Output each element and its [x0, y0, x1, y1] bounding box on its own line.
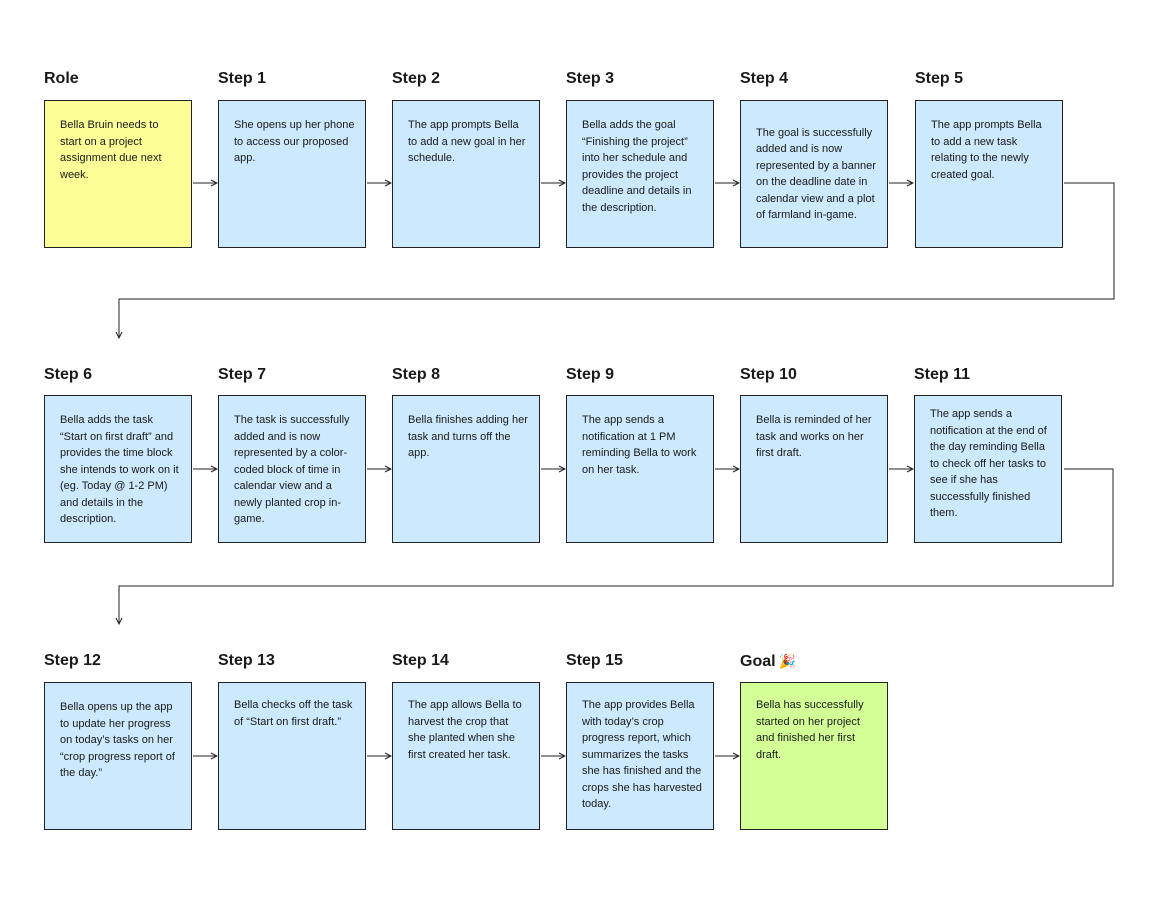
step-12-note: Bella opens up the app to update her pro…	[44, 682, 192, 830]
step-6-text: Bella adds the task “Start on first draf…	[60, 414, 179, 525]
goal-text: Bella has successfully started on her pr…	[756, 699, 864, 761]
step-7-note: The task is successfully added and is no…	[218, 395, 366, 543]
step-9-text: The app sends a notification at 1 PM rem…	[582, 414, 697, 476]
step-13-note: Bella checks off the task of “Start on f…	[218, 682, 366, 830]
step-11-text: The app sends a notification at the end …	[930, 408, 1047, 519]
step-2-title: Step 2	[392, 70, 441, 87]
step-8-text: Bella finishes adding her task and turns…	[408, 414, 528, 459]
step-2-text: The app prompts Bella to add a new goal …	[408, 119, 526, 164]
step-4-title: Step 4	[740, 70, 789, 87]
step-1-note: She opens up her phone to access our pro…	[218, 100, 366, 248]
step-4-note: The goal is successfully added and is no…	[740, 100, 888, 248]
step-11-note: The app sends a notification at the end …	[914, 395, 1062, 543]
step-8-title: Step 8	[392, 366, 441, 383]
step-15-note: The app provides Bella with today’s crop…	[566, 682, 714, 830]
step-3-title: Step 3	[566, 70, 615, 87]
step-13-title: Step 13	[218, 652, 275, 669]
step-3-note: Bella adds the goal “Finishing the proje…	[566, 100, 714, 248]
step-1-text: She opens up her phone to access our pro…	[234, 119, 355, 164]
step-9-title: Step 9	[566, 366, 615, 383]
step-14-note: The app allows Bella to harvest the crop…	[392, 682, 540, 830]
step-8-note: Bella finishes adding her task and turns…	[392, 395, 540, 543]
step-10-text: Bella is reminded of her task and works …	[756, 414, 872, 459]
step-7-title: Step 7	[218, 366, 267, 383]
step-6-title: Step 6	[44, 366, 93, 383]
step-6-note: Bella adds the task “Start on first draf…	[44, 395, 192, 543]
role-title: Role	[44, 70, 79, 87]
step-14-text: The app allows Bella to harvest the crop…	[408, 699, 522, 761]
step-10-note: Bella is reminded of her task and works …	[740, 395, 888, 543]
step-7-text: The task is successfully added and is no…	[234, 414, 350, 525]
party-popper-icon: 🎉	[778, 653, 796, 669]
step-9-note: The app sends a notification at 1 PM rem…	[566, 395, 714, 543]
step-4-text: The goal is successfully added and is no…	[756, 126, 876, 222]
goal-note: Bella has successfully started on her pr…	[740, 682, 888, 830]
step-11-title: Step 11	[914, 366, 971, 383]
goal-title: Goal	[740, 653, 776, 670]
step-12-title: Step 12	[44, 652, 101, 669]
goal-title-row: Goal🎉	[740, 652, 796, 671]
step-2-note: The app prompts Bella to add a new goal …	[392, 100, 540, 248]
step-14-title: Step 14	[392, 652, 449, 669]
step-13-text: Bella checks off the task of “Start on f…	[234, 699, 353, 728]
step-3-text: Bella adds the goal “Finishing the proje…	[582, 119, 692, 214]
role-note: Bella Bruin needs to start on a project …	[44, 100, 192, 248]
step-10-title: Step 10	[740, 366, 797, 383]
step-1-title: Step 1	[218, 70, 267, 87]
step-15-text: The app provides Bella with today’s crop…	[582, 699, 702, 810]
step-5-note: The app prompts Bella to add a new task …	[915, 100, 1063, 248]
step-5-title: Step 5	[915, 70, 964, 87]
step-15-title: Step 15	[566, 652, 623, 669]
role-text: Bella Bruin needs to start on a project …	[60, 119, 162, 181]
step-5-text: The app prompts Bella to add a new task …	[931, 119, 1042, 181]
step-12-text: Bella opens up the app to update her pro…	[60, 701, 175, 779]
